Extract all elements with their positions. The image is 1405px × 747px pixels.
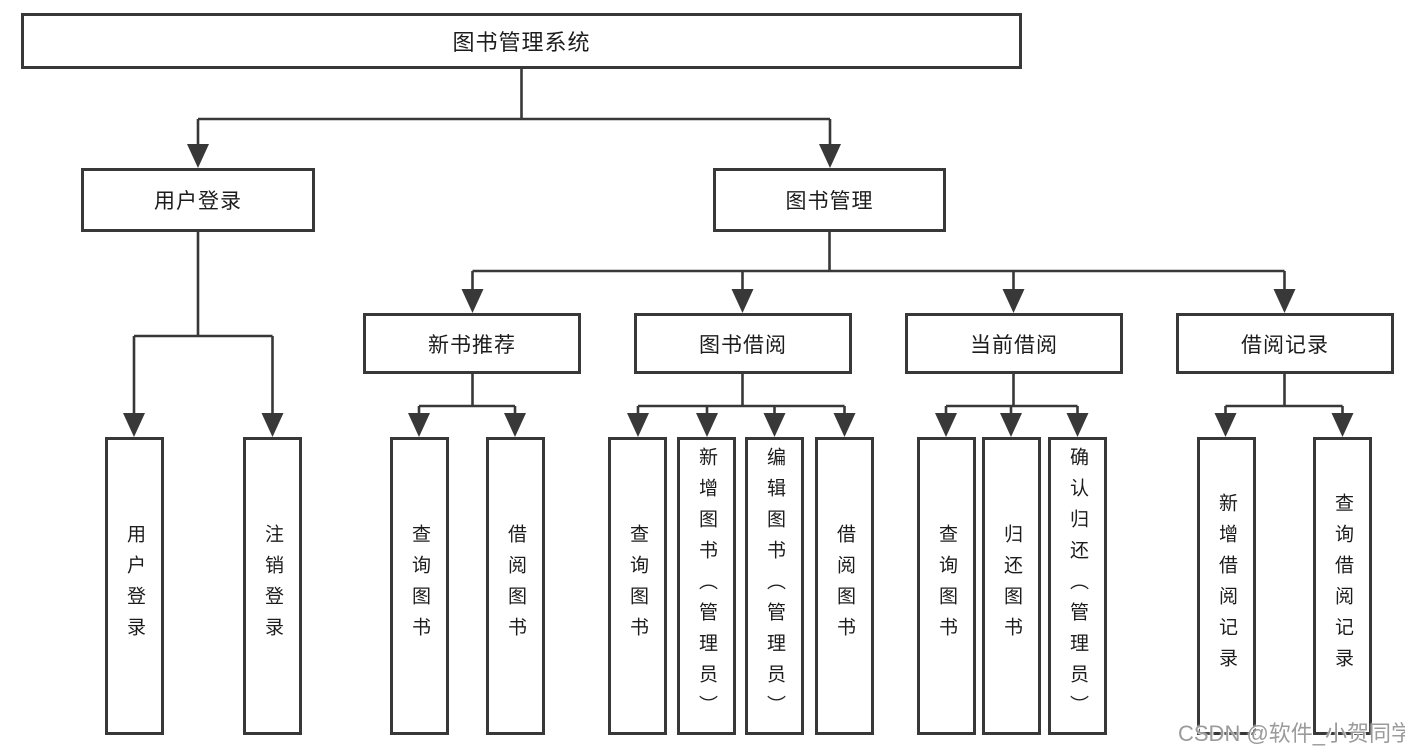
node-label: 图书管理 [785,190,874,213]
leaf-label: 用户登录 [124,524,145,648]
leaf-confirm-return-admin: 确认归还（管理员） [1048,437,1107,735]
leaf-label: 注销登录 [262,524,283,648]
node-borrow-records: 借阅记录 [1176,313,1394,374]
leaf-add-borrow-record: 新增借阅记录 [1197,437,1256,735]
connector-borrow-records-group [1224,374,1344,420]
arrowhead-down [935,413,957,437]
leaf-label: 借阅图书 [834,524,855,648]
leaf-query-books-recommend: 查询图书 [390,437,449,735]
leaf-label: 归还图书 [1001,524,1022,648]
arrowhead-down [123,413,145,437]
arrowhead-down [1002,289,1025,313]
leaf-label: 编辑图书（管理员） [764,446,785,726]
leaf-user-login: 用户登录 [105,437,164,735]
arrowhead-down [833,413,856,437]
arrowhead-down [627,413,649,437]
leaf-label: 查询图书 [627,524,648,648]
node-label: 新书推荐 [428,333,516,357]
leaf-return-books: 归还图书 [982,437,1041,735]
leaf-borrow-books: 借阅图书 [815,437,874,735]
arrowhead-down [408,413,430,437]
leaf-query-books-borrow: 查询图书 [608,437,667,735]
arrowhead-down [187,144,209,168]
node-label: 当前借阅 [970,333,1058,357]
arrowhead-down [1273,289,1296,313]
leaf-label: 查询图书 [409,524,430,648]
leaf-label: 确认归还（管理员） [1067,446,1088,726]
node-label: 图书借阅 [699,333,787,357]
leaf-label: 新增借阅记录 [1216,493,1237,679]
connector-book-borrow-group [636,374,846,420]
leaf-edit-books-admin: 编辑图书（管理员） [745,437,804,735]
arrowhead-down [504,413,526,437]
node-new-book-recommend: 新书推荐 [363,313,581,374]
node-library-management-system: 图书管理系统 [21,13,1022,69]
arrowhead-down [1214,413,1237,437]
arrowhead-down [261,413,284,437]
connector-new-book-group [417,374,517,420]
arrowheads [123,144,1354,437]
arrowhead-down [1066,413,1089,437]
connector-user-login-group [132,232,274,420]
node-current-borrow: 当前借阅 [905,313,1123,374]
node-book-management: 图书管理 [713,168,946,232]
arrowhead-down [763,413,786,437]
node-label: 用户登录 [154,190,242,213]
leaf-label: 新增图书（管理员） [696,446,717,726]
arrowhead-down [461,289,484,313]
leaf-query-books-current: 查询图书 [917,437,976,735]
csdn-watermark: CSDN @软件_小贺同学 [1178,721,1405,746]
arrowhead-down [819,144,841,168]
leaf-label: 查询借阅记录 [1332,493,1353,679]
arrowhead-down [731,289,754,313]
connector-root-to-level2 [196,69,832,150]
leaf-add-books-admin: 新增图书（管理员） [677,437,736,735]
node-label: 借阅记录 [1241,333,1329,357]
arrowhead-down [1331,413,1354,437]
node-label: 图书管理系统 [452,30,591,55]
leaf-query-borrow-record: 查询借阅记录 [1313,437,1372,735]
leaf-logout: 注销登录 [243,437,302,735]
leaf-borrow-books-recommend: 借阅图书 [486,437,545,735]
node-user-login: 用户登录 [81,168,315,232]
arrowhead-down [696,413,718,437]
connector-book-management-to-level3 [471,232,1286,295]
node-book-borrow: 图书借阅 [634,313,852,374]
leaf-label: 查询图书 [936,524,957,648]
arrowhead-down [1000,413,1022,437]
leaf-label: 借阅图书 [505,524,526,648]
